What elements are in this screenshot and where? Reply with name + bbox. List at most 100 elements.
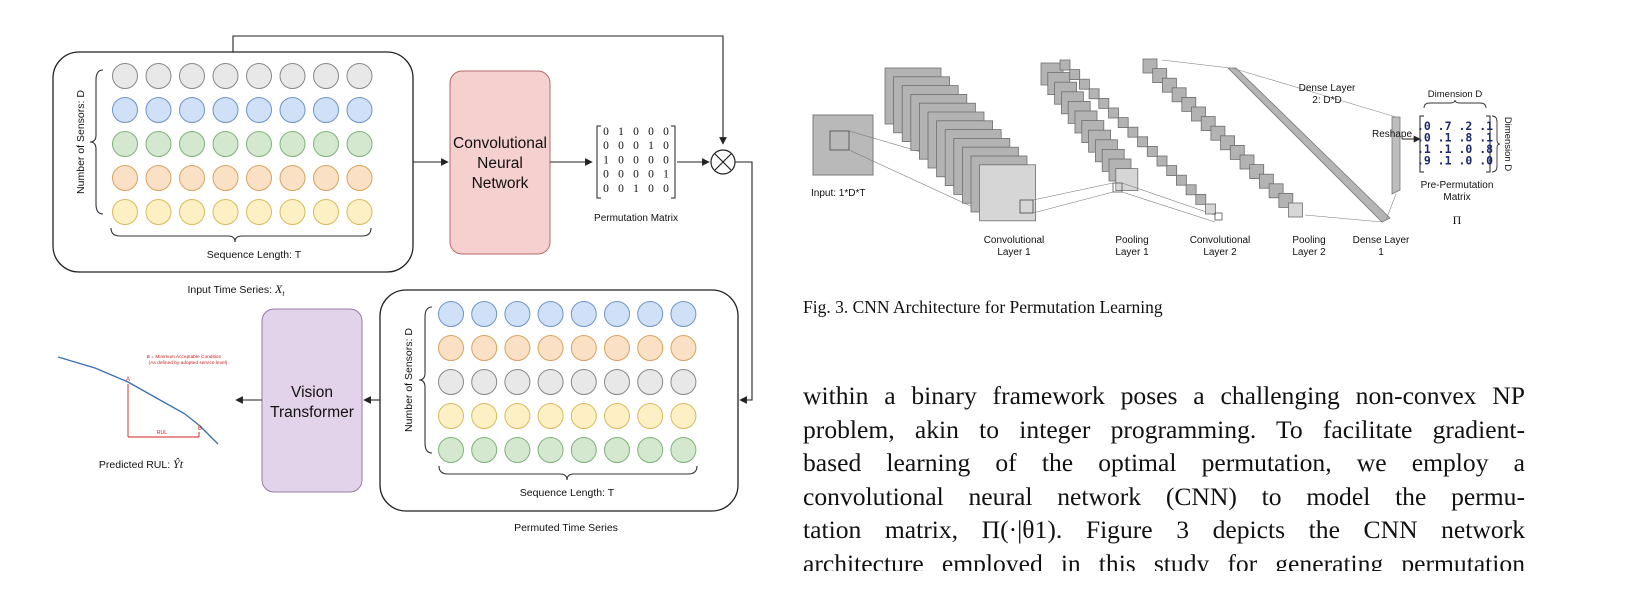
sensor-circle (438, 403, 464, 429)
rul-point-b: B (198, 426, 202, 432)
pool1-label-1: Pooling (1115, 235, 1148, 246)
cnn-label-2: Neural (477, 155, 523, 172)
rul-note-line-2: (As defined by adopted service level) (149, 360, 228, 366)
rul-note-line-1: B = Minimum Acceptable Condition (147, 354, 222, 360)
sensor-circle (604, 403, 630, 429)
pool2-label-1: Pooling (1292, 235, 1325, 246)
sensor-circle (537, 403, 564, 429)
sensor-circle (346, 63, 373, 89)
sensor-circle (670, 437, 697, 463)
sensor-circle (570, 437, 597, 463)
sensor-circle (471, 335, 498, 361)
paragraph-line-6: architecture employed in this study for … (803, 548, 1525, 571)
sensor-circle (346, 97, 373, 123)
sensor-circle (145, 131, 172, 157)
sensor-circle (537, 369, 564, 395)
sensor-circle (570, 301, 597, 327)
sensor-circle (471, 437, 498, 463)
vit-label-1: Vision (291, 384, 333, 401)
pool2-label-2: Layer 2 (1292, 247, 1326, 258)
sensor-circle (670, 335, 697, 361)
sensor-circle (471, 369, 498, 395)
rul-label: RUL (157, 430, 167, 436)
sensor-circle (279, 131, 306, 157)
pool1-label-2: Layer 1 (1115, 247, 1149, 258)
sensor-circle (670, 369, 697, 395)
conv2-feature-map (1059, 59, 1071, 71)
sensor-circle (504, 437, 531, 463)
conv2-feature-map (1195, 193, 1207, 205)
input-y-brace (89, 69, 104, 215)
matrix-cell: 0 (663, 154, 669, 166)
pooling-layer-2-stack (1142, 58, 1303, 218)
conv2-feature-map (1098, 98, 1110, 109)
matrix-cell: 0 (648, 169, 654, 181)
sensor-circle (279, 165, 306, 191)
paragraph-line-3: based learning of the optimal permutatio… (803, 448, 1525, 477)
sensor-circle (313, 165, 339, 191)
matrix-cell: 0 (603, 140, 609, 152)
sensor-circle (604, 335, 630, 361)
pre-matrix-row: .0 .7 .2 .1 (1417, 119, 1493, 133)
sensor-circle (212, 131, 239, 157)
input-series-title: Input Time Series: Xt (187, 282, 285, 298)
right-figure: Input: 1*D*T Convolutional Layer 1 Pooli… (811, 58, 1513, 258)
conv2-feature-map (1205, 203, 1216, 215)
matrix-cell: 0 (618, 169, 624, 181)
sensor-circle (246, 199, 272, 225)
permuted-series-title: Permuted Time Series (514, 522, 618, 534)
permutation-matrix-caption: Permutation Matrix (594, 213, 678, 224)
matrix-cell: 0 (603, 169, 609, 181)
conv2-feature-map (1185, 184, 1197, 196)
sensor-circle (537, 437, 564, 463)
matrix-cell: 0 (663, 140, 669, 152)
sensor-circle (438, 437, 464, 463)
conv2-feature-map (1146, 145, 1158, 157)
skip-connection-arrow (232, 35, 727, 145)
dense1-label-2: 1 (1378, 247, 1384, 258)
sensor-circle (670, 301, 697, 327)
paragraph-line-4: convolutional neural network (CNN) to mo… (803, 481, 1525, 511)
matrix-cell: 1 (618, 126, 624, 138)
sensor-circle (504, 403, 531, 429)
matrix-cell: 0 (663, 126, 669, 138)
input-y-label: Number of Sensors: D (75, 90, 87, 194)
matrix-cell: 1 (663, 169, 669, 181)
sensor-circle (438, 301, 464, 327)
sensor-circle (438, 369, 464, 395)
permuted-sensor-grid (438, 301, 697, 463)
conv2-feature-map (1079, 78, 1090, 90)
matrix-cell: 0 (633, 126, 639, 138)
sensor-circle (637, 437, 664, 463)
permuted-x-label: Sequence Length: T (520, 487, 615, 499)
sensor-circle (346, 199, 373, 225)
matrix-cell: 0 (648, 154, 654, 166)
conv2-feature-map (1166, 165, 1178, 177)
paragraph-line-2: problem, akin to integer programming. To… (803, 414, 1525, 444)
conv1-feature-map (979, 164, 1036, 222)
predicted-rul-caption: Predicted RUL: Ŷt (99, 457, 184, 471)
conv2-feature-map (1069, 69, 1081, 80)
conv-layer-1-stack (884, 67, 1036, 222)
sensor-circle (112, 131, 138, 157)
pre-matrix-row: .9 .1 .0 .0 (1417, 154, 1493, 168)
matrix-cell: 0 (618, 183, 624, 195)
sensor-circle (112, 97, 138, 123)
sensor-circle (212, 63, 239, 89)
input-x-brace (110, 227, 372, 243)
conv2-feature-map (1156, 155, 1168, 167)
matrix-cell: 1 (648, 140, 654, 152)
vit-label-2: Transformer (270, 404, 354, 421)
conv-layer-2-stack (1059, 59, 1216, 215)
sensor-circle (279, 97, 306, 123)
matrix-caption-2: Matrix (1443, 192, 1470, 203)
sensor-circle (179, 97, 205, 123)
conv2-feature-map (1117, 117, 1129, 128)
matrix-cell: 0 (663, 183, 669, 195)
sensor-circle (504, 335, 531, 361)
sensor-circle (313, 63, 339, 89)
conv1-label-1: Convolutional (984, 235, 1045, 246)
sensor-circle (346, 131, 373, 157)
sensor-circle (212, 199, 239, 225)
